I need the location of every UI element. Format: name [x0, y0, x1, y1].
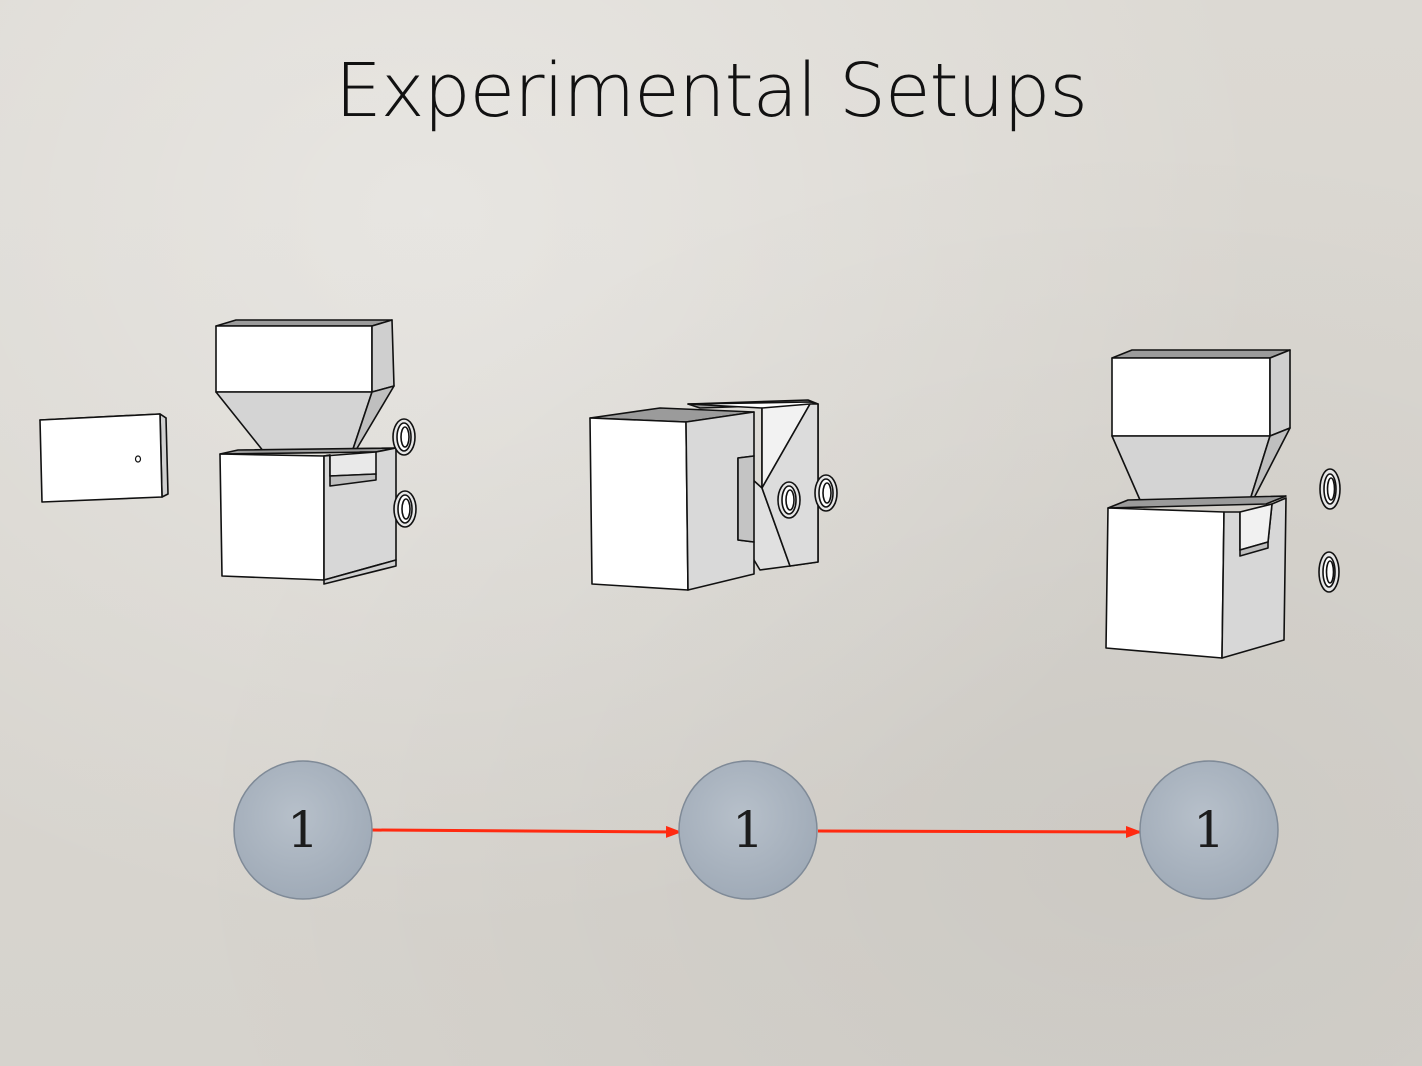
slide-title: Experimental Setups	[335, 48, 1088, 134]
flow-node-1: 1	[233, 760, 373, 900]
small-cube	[39, 413, 169, 503]
slotted-base	[219, 447, 397, 585]
flow-node-2: 1	[678, 760, 818, 900]
flow-node-3: 1	[1139, 760, 1279, 900]
arrow-2-to-3	[817, 825, 1142, 838]
ring-left	[777, 481, 801, 519]
arrow-1-to-2	[371, 825, 682, 838]
ring-upper	[1319, 468, 1341, 510]
ring-right	[814, 474, 838, 512]
setup-1	[39, 319, 417, 585]
setup-2	[589, 399, 838, 591]
ring-upper	[392, 418, 416, 456]
ring-lower	[393, 490, 417, 528]
slotted-base	[1105, 495, 1287, 659]
ring-lower	[1318, 551, 1340, 593]
node-label: 1	[1193, 801, 1225, 859]
funnel-top	[1111, 349, 1291, 501]
funnel-top	[215, 319, 395, 453]
setup-3	[1105, 349, 1341, 659]
node-label: 1	[287, 801, 319, 859]
node-label: 1	[732, 801, 764, 859]
flow-diagram: 1 1 1	[233, 760, 1279, 900]
front-block	[589, 407, 755, 591]
